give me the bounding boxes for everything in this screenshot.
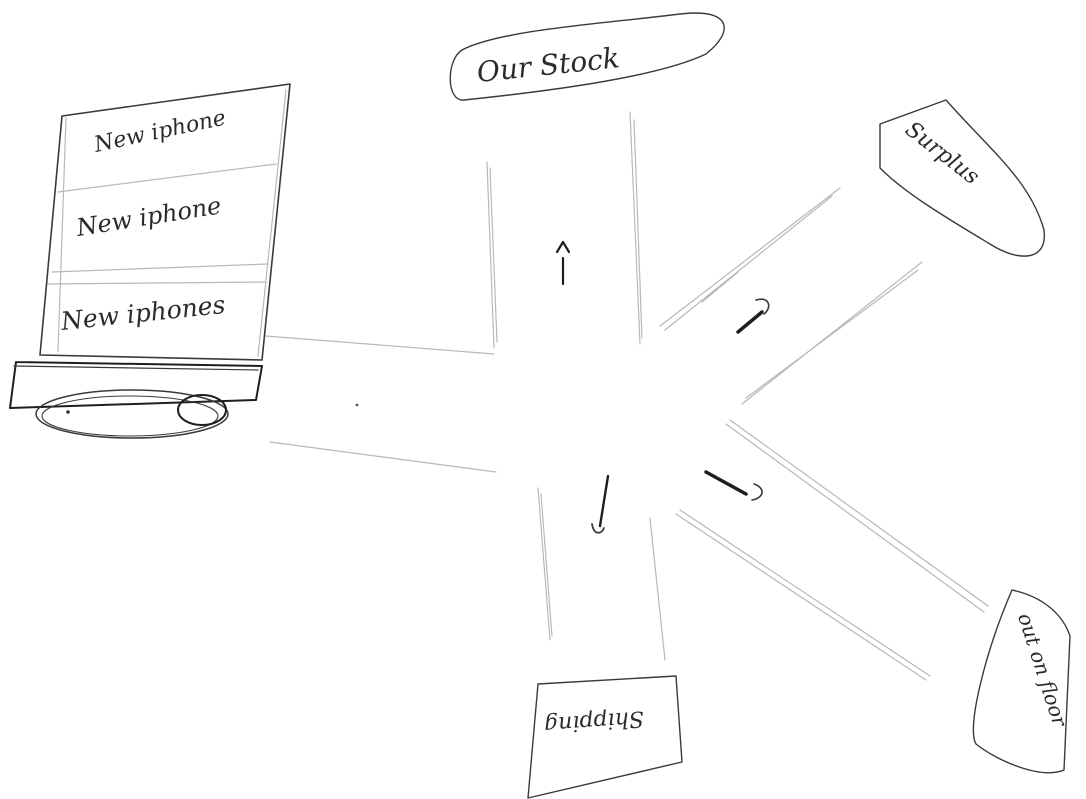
stack-item-label: New iphones — [59, 290, 227, 336]
sorting-hub — [266, 112, 988, 680]
arrow-down-icon — [592, 476, 608, 533]
destination-our-stock[interactable]: Our Stock — [450, 13, 724, 100]
destination-label-bottom: Shipping — [543, 705, 644, 737]
destination-surplus[interactable]: Surplus — [880, 100, 1044, 256]
arrow-upper-right-icon — [702, 272, 769, 332]
stack-item[interactable]: New iphones — [59, 290, 227, 336]
arrow-lower-right-icon — [706, 472, 762, 500]
stack-item-label: New iphone — [74, 191, 224, 242]
stack-item[interactable]: New iphone — [74, 191, 224, 242]
phone-stack: New iphone New iphone New iphones — [10, 84, 290, 438]
destination-label-lower-right: out on floor — [1013, 610, 1073, 731]
arrow-up-icon — [557, 242, 569, 284]
stack-item-label: New iphone — [91, 106, 228, 158]
stack-item[interactable]: New iphone — [91, 106, 228, 158]
destination-out-on-floor[interactable]: out on floor — [973, 590, 1072, 773]
destination-shipping[interactable]: Shipping — [528, 676, 682, 798]
conveyor-toggle-icon[interactable] — [36, 390, 228, 438]
